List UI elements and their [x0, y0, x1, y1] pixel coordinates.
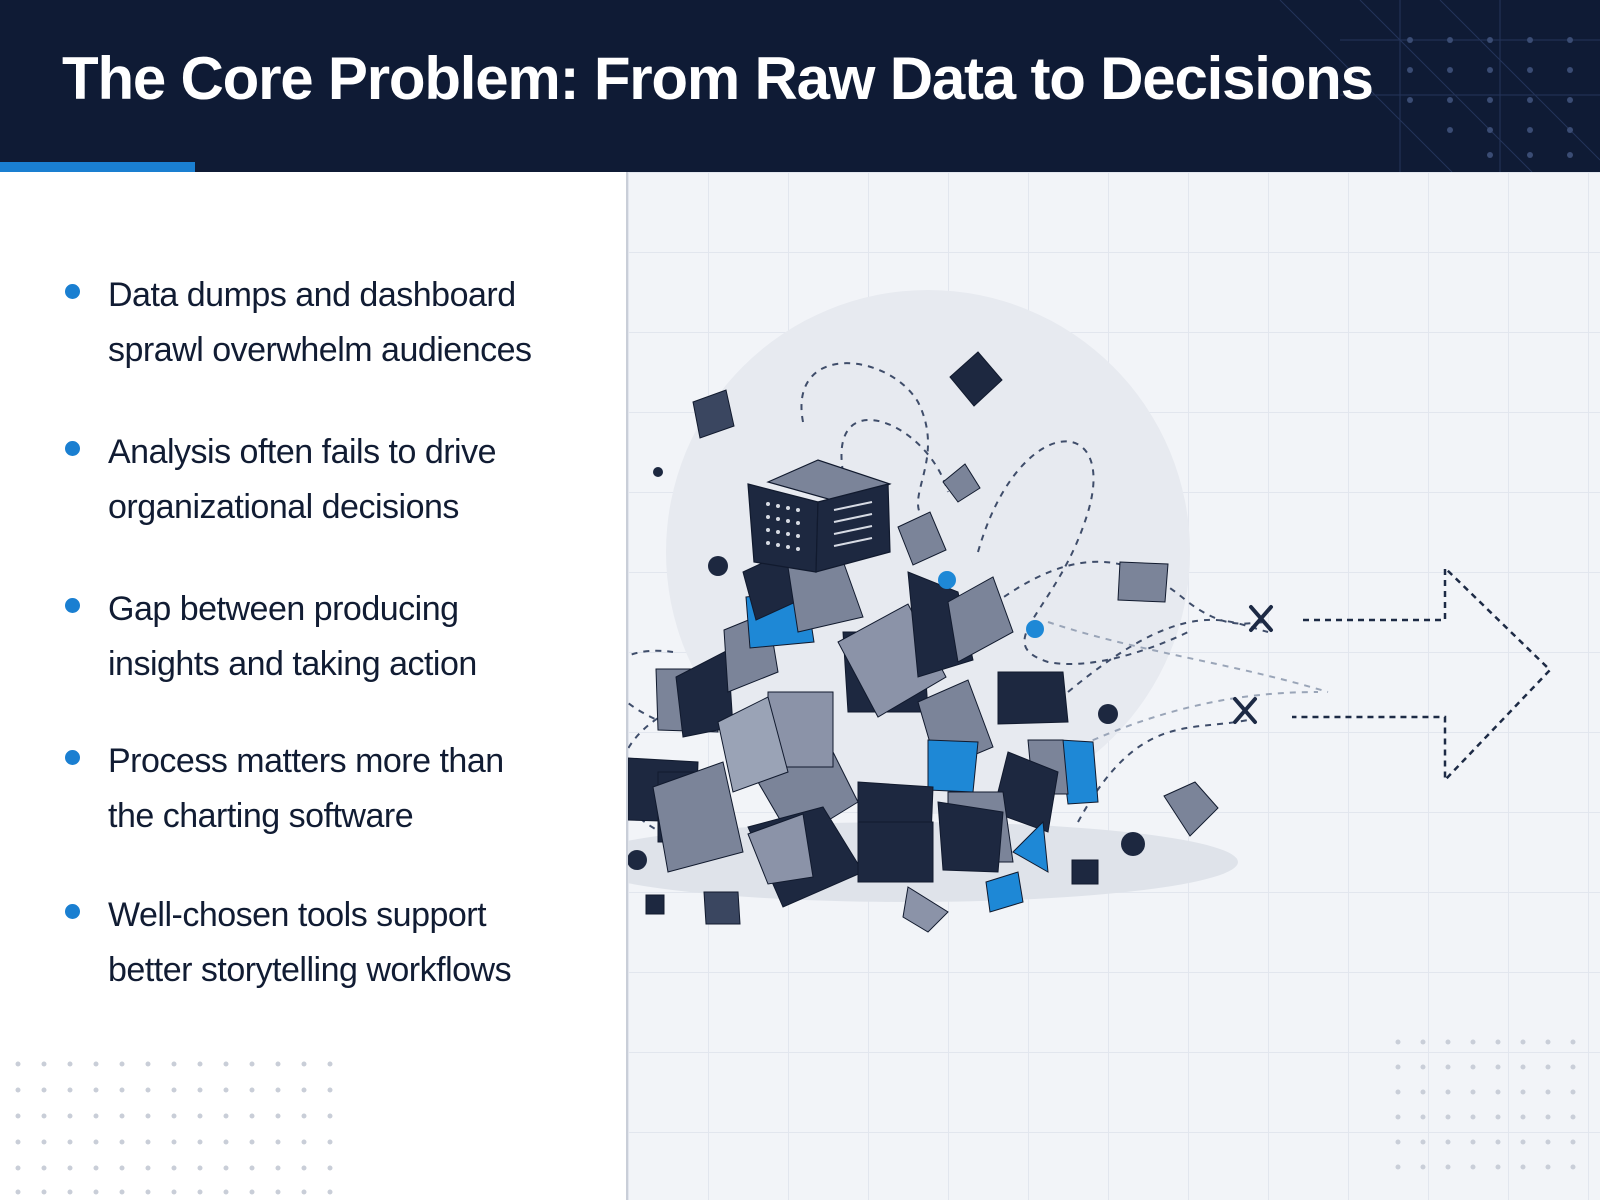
bullet-line: better storytelling workflows	[108, 951, 512, 989]
header-grid-decoration	[1279, 0, 1600, 172]
slide-header: The Core Problem: From Raw Data to Decis…	[0, 0, 1600, 172]
bullet-item: Process matters more than the charting s…	[0, 734, 560, 854]
server-box-icon	[747, 459, 892, 573]
bullet-line: organizational decisions	[108, 488, 459, 526]
dot-pattern-decoration	[15, 1061, 333, 1195]
x-mark-icon	[1249, 605, 1273, 632]
bullet-item: Well-chosen tools support better storyte…	[0, 888, 560, 1008]
bullet-dot	[65, 441, 80, 456]
bullet-text: Gap between producing insights and takin…	[108, 582, 568, 692]
illustration-panel	[628, 172, 1600, 1200]
bullet-line: Data dumps and dashboard	[108, 276, 516, 314]
bullet-item: Gap between producing insights and takin…	[0, 582, 560, 702]
dot-pattern-decoration	[1395, 1039, 1576, 1170]
bullet-line: Analysis often fails to drive	[108, 433, 497, 471]
bullet-item: Analysis often fails to drive organizati…	[0, 425, 560, 545]
floating-dots	[628, 467, 1145, 870]
bullet-panel	[0, 172, 626, 1200]
bullet-line: insights and taking action	[108, 645, 477, 683]
bullet-text: Analysis often fails to drive organizati…	[108, 425, 568, 535]
floating-cubes	[645, 351, 1219, 933]
bullet-text: Process matters more than the charting s…	[108, 734, 568, 844]
dashed-arrow-right-icon	[1292, 565, 1552, 784]
header-accent-bar	[0, 162, 195, 172]
dashed-flow-lines	[628, 362, 1269, 843]
bullet-dot	[65, 904, 80, 919]
bullet-line: Well-chosen tools support	[108, 896, 487, 934]
bullet-item: Data dumps and dashboard sprawl overwhel…	[0, 268, 560, 388]
x-mark-icon	[1233, 697, 1257, 724]
bullet-dot	[65, 750, 80, 765]
raw-data-illustration	[628, 290, 1576, 1170]
bullet-text: Data dumps and dashboard sprawl overwhel…	[108, 268, 568, 378]
slide-title: The Core Problem: From Raw Data to Decis…	[62, 45, 1374, 112]
bullet-text: Well-chosen tools support better storyte…	[108, 888, 568, 998]
bullet-line: Process matters more than	[108, 742, 504, 780]
bullet-line: the charting software	[108, 797, 414, 835]
panel-divider	[626, 172, 628, 1200]
bullet-line: sprawl overwhelm audiences	[108, 331, 532, 369]
bullet-dot	[65, 598, 80, 613]
bullet-line: Gap between producing	[108, 590, 459, 628]
bullet-dot	[65, 284, 80, 299]
